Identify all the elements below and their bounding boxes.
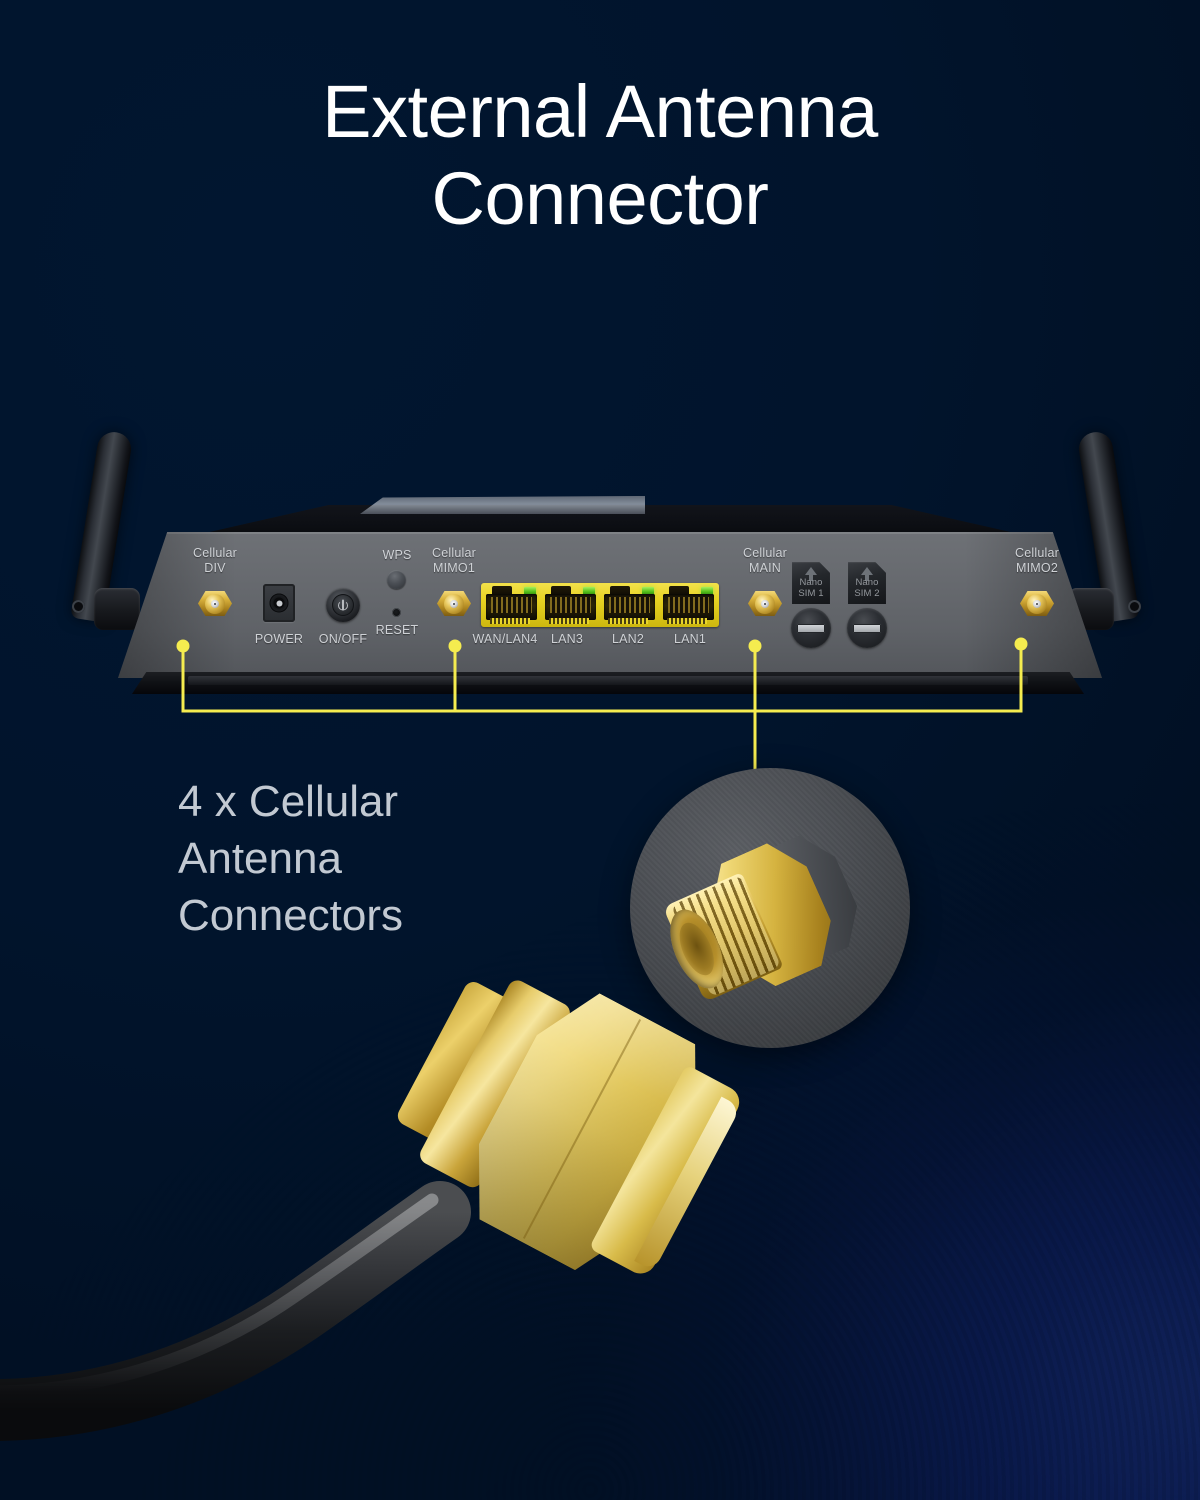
rj45-led-icon (524, 587, 536, 596)
caption-line3: Connectors (178, 891, 404, 941)
sma-pin-icon (1036, 603, 1038, 605)
sim-insert-arrow-icon (805, 567, 817, 581)
port-usb-2[interactable] (847, 608, 887, 648)
port-lan2[interactable] (602, 586, 657, 624)
rj45-cavity-icon (486, 594, 537, 620)
rj45-tab-icon (492, 586, 512, 596)
port-wan-lan4[interactable] (484, 586, 539, 624)
rj45-contacts-icon (608, 618, 648, 624)
label-nano-sim-2: Nano SIM 2 (854, 577, 880, 599)
button-reset-pinhole[interactable] (392, 608, 401, 617)
rj45-cavity-icon (604, 594, 655, 620)
sma-male-connector (250, 965, 745, 1295)
sma-pin-icon (453, 603, 455, 605)
rj45-contacts-icon (667, 618, 707, 624)
antenna-left-pin (72, 600, 85, 613)
usb-contacts-icon (856, 626, 878, 631)
power-symbol-icon (338, 599, 348, 611)
port-power-jack[interactable] (263, 584, 295, 622)
caption-text: 4 x Cellular Antenna Connectors (178, 773, 598, 945)
antenna-right-pin (1128, 600, 1141, 613)
label-lan3: LAN3 (550, 632, 584, 646)
label-cellular-div: Cellular DIV (193, 546, 237, 576)
caption-line1: 4 x Cellular (178, 777, 399, 826)
port-cellular-div[interactable] (198, 588, 232, 618)
label-cellular-mimo2: Cellular MIMO2 (1015, 546, 1059, 576)
router-device: Cellular DIV POWER ON/OFF WPS RESET Cell… (60, 420, 1150, 730)
rj45-led-icon (642, 587, 654, 596)
rj45-contacts-icon (549, 618, 589, 624)
rj45-led-icon (701, 587, 713, 596)
slot-nano-sim-1[interactable]: Nano SIM 1 (792, 562, 830, 604)
page-title: External Antenna Connector (0, 68, 1200, 243)
rj45-contacts-icon (490, 618, 530, 624)
sma-pin-icon (214, 603, 216, 605)
antenna-cable (0, 1181, 471, 1441)
antenna-left-hinge (94, 588, 140, 630)
rj45-cavity-icon (545, 594, 596, 620)
rj45-tab-icon (669, 586, 689, 596)
magnifier-circle (630, 768, 910, 1048)
cable-highlight (0, 1193, 439, 1399)
label-lan2: LAN2 (611, 632, 645, 646)
label-reset: RESET (375, 623, 419, 637)
ethernet-port-block (481, 583, 719, 627)
router-base-lip (188, 676, 1028, 685)
sim-insert-arrow-icon (861, 567, 873, 581)
button-wps[interactable] (387, 570, 406, 589)
caption-line2: Antenna (178, 834, 342, 884)
cable-body (0, 1181, 471, 1441)
rj45-tab-icon (551, 586, 571, 596)
router-top-bevel (360, 496, 645, 514)
button-on-off[interactable] (326, 588, 360, 622)
port-usb-1[interactable] (791, 608, 831, 648)
label-cellular-mimo1: Cellular MIMO1 (432, 546, 476, 576)
port-cellular-mimo2[interactable] (1020, 588, 1054, 618)
label-wan-lan4: WAN/LAN4 (472, 632, 538, 646)
page-title-line1: External Antenna (322, 70, 878, 153)
port-cellular-mimo1[interactable] (437, 588, 471, 618)
page-title-line2: Connector (431, 157, 769, 241)
port-cellular-main[interactable] (748, 588, 782, 618)
rj45-cavity-icon (663, 594, 714, 620)
label-nano-sim-1: Nano SIM 1 (798, 577, 824, 599)
label-cellular-main: Cellular MAIN (743, 546, 787, 576)
slot-nano-sim-2[interactable]: Nano SIM 2 (848, 562, 886, 604)
label-lan1: LAN1 (673, 632, 707, 646)
sma-connector-body (350, 917, 760, 1319)
label-wps: WPS (382, 548, 412, 562)
usb-contacts-icon (800, 626, 822, 631)
port-lan3[interactable] (543, 586, 598, 624)
port-lan1[interactable] (661, 586, 716, 624)
power-jack-barrel-icon (269, 593, 289, 613)
rj45-tab-icon (610, 586, 630, 596)
rj45-led-icon (583, 587, 595, 596)
sma-pin-icon (764, 603, 766, 605)
